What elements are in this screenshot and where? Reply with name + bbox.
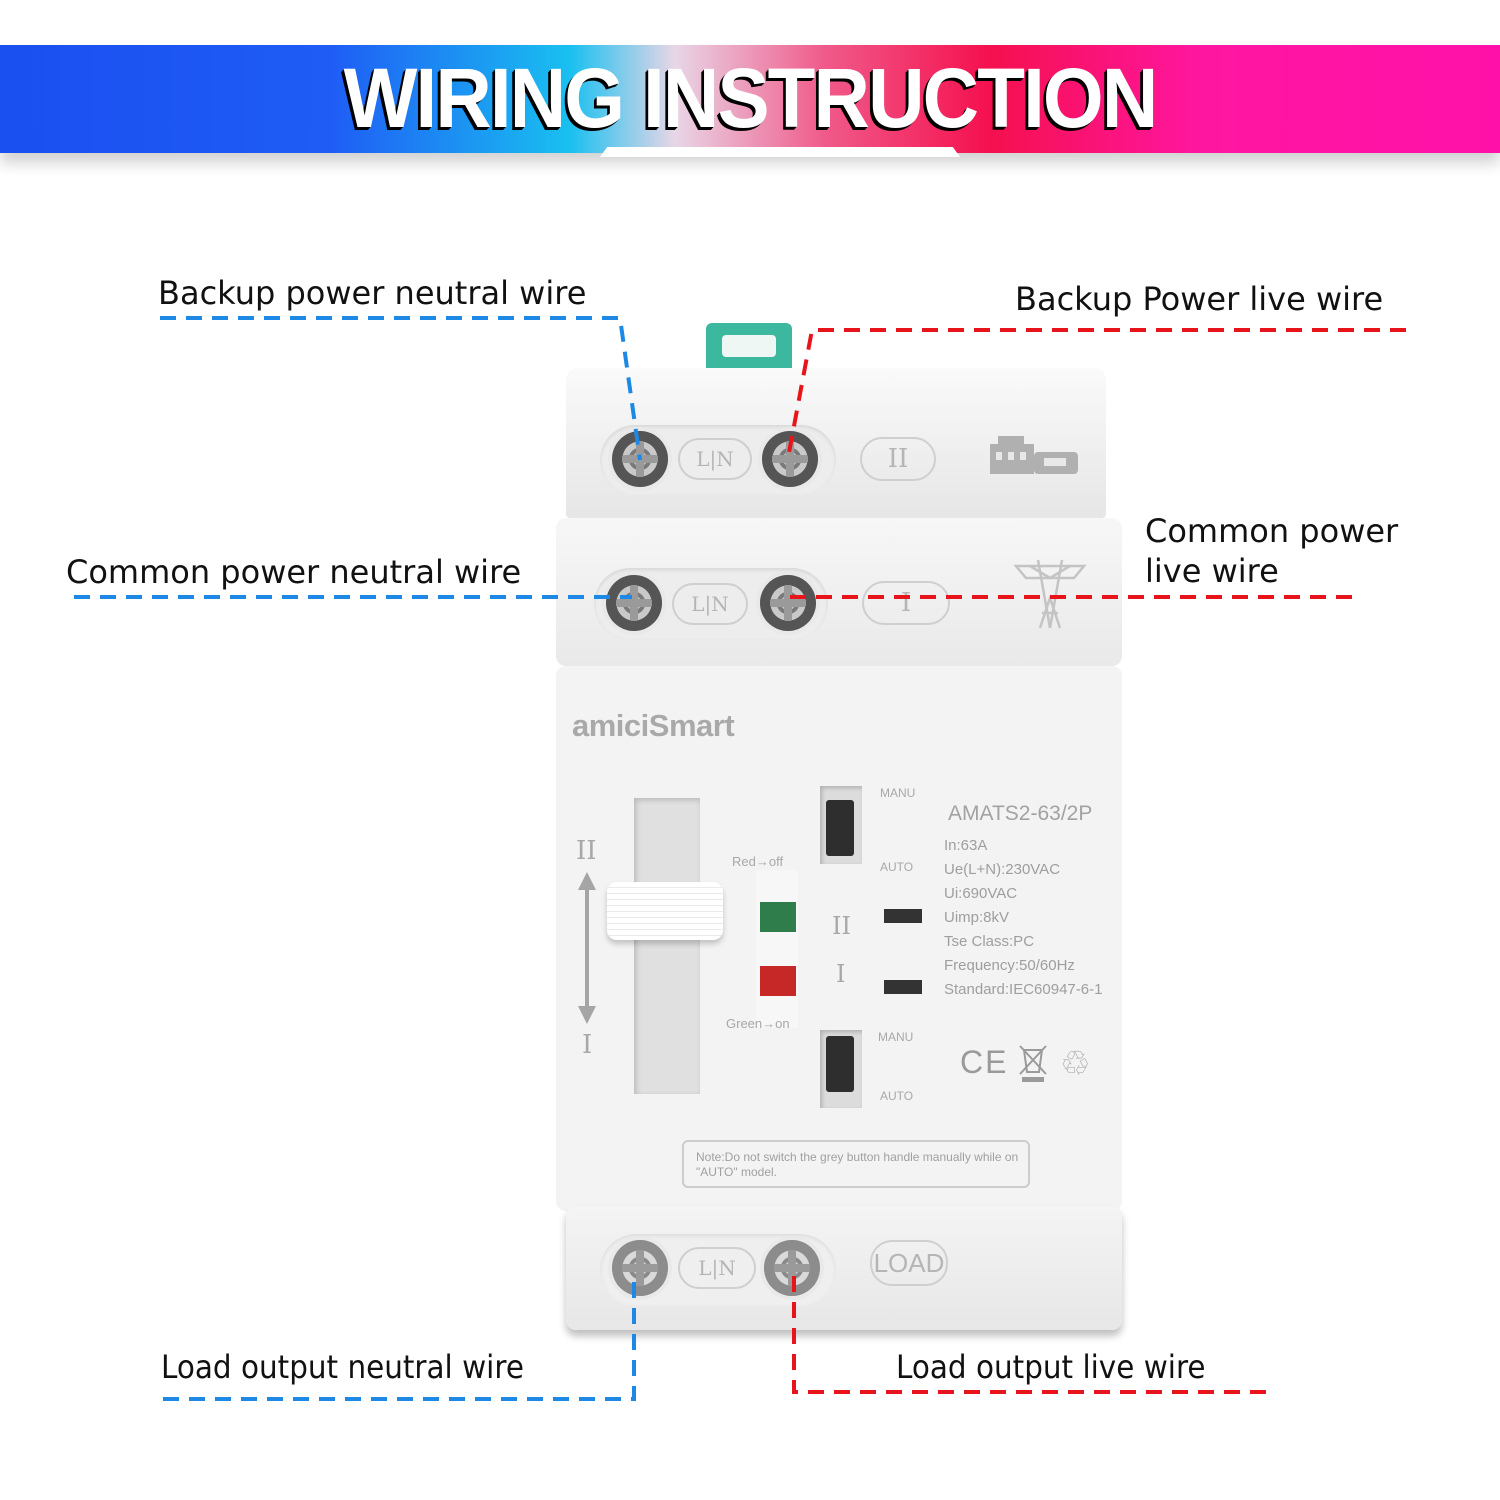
lower-mode-switch[interactable] (826, 1036, 854, 1092)
upper-mode-switch[interactable] (826, 800, 854, 856)
power-pylon-icon (1013, 559, 1087, 629)
load-neutral-label: Load output neutral wire (161, 1348, 524, 1386)
ce-mark-icon: CE (960, 1044, 1009, 1080)
banner-notch (600, 147, 960, 157)
double-arrow-icon (578, 872, 596, 1024)
red-off-label: Red→off (732, 854, 784, 869)
indicator-window (756, 870, 798, 1028)
lower-status-led (884, 980, 922, 994)
common-live-label-line2: live wire (1145, 552, 1279, 590)
recycle-icon: ♲ (1060, 1045, 1091, 1083)
brand-logo: amiciSmart (572, 708, 735, 743)
backup-neutral-leader (160, 316, 642, 461)
spec-frequency: Frequency:50/60Hz (944, 957, 1075, 974)
indicator-i-label: I (836, 960, 846, 988)
upper-manu-label: MANU (880, 786, 916, 800)
green-indicator (760, 902, 796, 932)
middle-ln-label: L|N (672, 583, 748, 625)
indicator-ii-label: II (832, 912, 851, 940)
spec-impulse-voltage: Uimp:8kV (944, 909, 1010, 926)
load-neutral-leader (160, 1282, 636, 1401)
page-title: WIRING INSTRUCTION (343, 51, 1159, 145)
load-live-label: Load output live wire (896, 1348, 1206, 1386)
load-live-leader (792, 1276, 1270, 1394)
red-indicator (760, 966, 796, 996)
position-i-marker: I (582, 1030, 593, 1060)
source-i-label: I (862, 581, 950, 625)
load-terminal-label: LOAD (870, 1240, 948, 1286)
title-banner (0, 45, 1500, 153)
upper-auto-label: AUTO (880, 860, 914, 874)
backup-neutral-label: Backup power neutral wire (158, 274, 587, 312)
green-on-label: Green→on (726, 1016, 790, 1031)
spec-insulation-voltage: Ui:690VAC (944, 885, 1018, 902)
backup-live-label: Backup Power live wire (1015, 280, 1384, 318)
handle-slot (634, 798, 700, 1094)
load-live-screw[interactable] (764, 1240, 820, 1296)
common-live-label-line1: Common power (1145, 512, 1399, 550)
upper-status-led (884, 909, 922, 923)
load-neutral-screw[interactable] (612, 1240, 668, 1296)
spec-rated-current: In:63A (944, 837, 988, 854)
generator-icon (990, 436, 1078, 474)
model-number: AMATS2-63/2P (948, 802, 1093, 825)
din-hanger-tab (706, 323, 792, 375)
common-live-screw[interactable] (760, 575, 816, 631)
common-neutral-label: Common power neutral wire (66, 553, 522, 591)
warning-note-text: Note:Do not switch the grey button handl… (696, 1150, 1019, 1179)
main-switch-handle[interactable] (607, 882, 723, 940)
common-neutral-screw[interactable] (606, 575, 662, 631)
spec-tse-class: Tse Class:PC (944, 933, 1035, 950)
lower-manu-label: MANU (878, 1030, 914, 1044)
lower-auto-label: AUTO (880, 1089, 914, 1103)
weee-bin-icon (1019, 1045, 1047, 1082)
source-ii-label: II (860, 437, 936, 481)
spec-rated-voltage: Ue(L+N):230VAC (944, 861, 1061, 878)
top-ln-label: L|N (678, 438, 752, 480)
bottom-ln-label: L|N (678, 1247, 756, 1289)
backup-live-leader (786, 328, 1406, 459)
warning-note: Note:Do not switch the grey button handl… (682, 1140, 1030, 1188)
spec-standard: Standard:IEC60947-6-1 (944, 981, 1103, 998)
position-ii-marker: II (576, 836, 597, 866)
